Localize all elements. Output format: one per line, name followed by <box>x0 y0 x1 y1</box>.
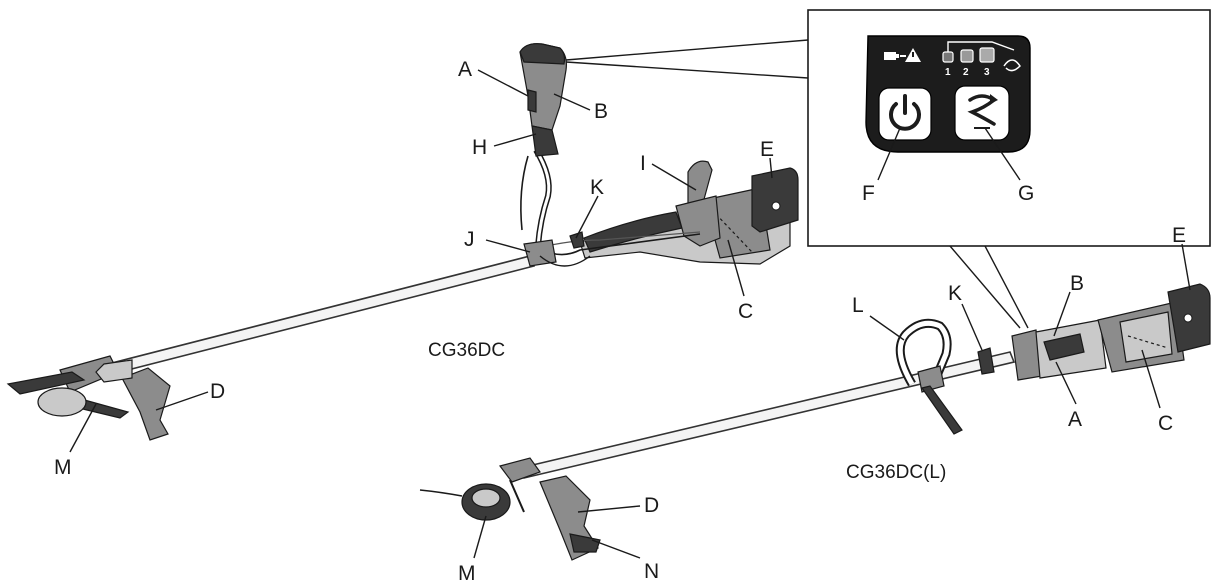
bottom-gearhead <box>498 457 541 483</box>
power-button[interactable] <box>878 87 932 141</box>
leader-top-I <box>651 163 697 191</box>
rotation-reverse-icon <box>967 94 998 129</box>
mode-1-led <box>942 51 954 63</box>
label-bottom-A: A <box>1068 408 1082 431</box>
bottom-guard-extension <box>569 533 601 553</box>
model-name-cg36dc: CG36DC <box>428 340 505 361</box>
auto-mode-icon <box>1003 59 1021 72</box>
top-handle-clamp-J <box>523 239 557 267</box>
leader-top-A <box>477 69 529 97</box>
label-bottom-K: K <box>948 282 962 305</box>
top-control-head <box>519 43 566 65</box>
bottom-grip-pad <box>1043 333 1085 361</box>
label-G: G <box>1018 182 1034 205</box>
mode-2-number: 2 <box>963 67 969 78</box>
label-top-J: J <box>464 228 475 251</box>
bottom-barrier-bar <box>921 385 963 435</box>
top-guard <box>121 367 171 441</box>
leader-bottom-C <box>1141 349 1161 409</box>
mode-1-number: 1 <box>945 67 951 78</box>
top-motor-dash <box>711 209 753 253</box>
leader-top-J <box>485 239 531 253</box>
model-name-cg36dc-l: CG36DC(L) <box>846 462 946 483</box>
rotation-reverse-button[interactable] <box>954 85 1010 141</box>
label-F: F <box>862 182 875 205</box>
battery-warning-icon <box>884 48 921 62</box>
top-battery-latch <box>771 201 781 211</box>
leader-bottom-D <box>577 505 641 513</box>
bottom-loop-clamp <box>917 365 945 393</box>
tool-cg36dc <box>6 43 799 441</box>
leader-top-D <box>155 391 209 411</box>
label-top-H: H <box>472 136 487 159</box>
callout-leader-right <box>984 245 1029 329</box>
callout-leader-upper <box>565 39 809 61</box>
power-icon <box>889 94 921 131</box>
top-handle-cable <box>520 155 529 231</box>
leader-bottom-L <box>869 315 905 341</box>
top-battery <box>751 167 799 233</box>
label-bottom-E: E <box>1172 224 1186 247</box>
mode-3-number: 3 <box>984 67 990 78</box>
callout-leader-left <box>949 245 1021 329</box>
top-shaft-collar <box>95 359 133 383</box>
leader-bottom-E <box>1181 243 1191 291</box>
top-trigger <box>527 89 537 113</box>
callout-leader-lower <box>565 61 809 79</box>
label-bottom-M: M <box>458 562 476 585</box>
bottom-labels: L K B E A C D M N CG36DC(L) <box>458 224 1186 585</box>
leader-G <box>984 127 1021 181</box>
leader-bottom-A <box>1055 361 1077 405</box>
top-leaders <box>69 69 773 453</box>
bottom-leaders <box>473 243 1191 559</box>
label-top-B: B <box>594 100 608 123</box>
top-labels: A B H I E K J C D M CG36DC <box>54 58 774 479</box>
leader-bottom-B <box>1053 291 1071 337</box>
label-top-C: C <box>738 300 753 323</box>
bottom-motor-dash <box>1127 335 1169 349</box>
leader-top-B <box>553 93 591 111</box>
label-top-D: D <box>210 380 225 403</box>
label-top-K: K <box>590 176 604 199</box>
label-top-M: M <box>54 456 72 479</box>
label-bottom-L: L <box>852 294 864 317</box>
leader-top-M <box>69 403 97 453</box>
top-handle-grip-H <box>531 125 559 157</box>
bottom-motor-body <box>1119 311 1173 363</box>
bottom-hanger-K <box>977 347 995 375</box>
top-blade-upper <box>6 371 86 395</box>
label-top-A: A <box>458 58 472 81</box>
label-bottom-B: B <box>1070 272 1084 295</box>
leader-bottom-N <box>591 539 641 559</box>
leader-bottom-K <box>961 303 983 351</box>
leader-top-H <box>493 133 537 147</box>
control-panel-callout: 1 2 3 F G <box>565 9 1211 329</box>
top-blade-disc <box>37 387 87 417</box>
bottom-battery-latch <box>1183 313 1193 323</box>
label-bottom-D: D <box>644 494 659 517</box>
mode-indicators: 1 2 3 <box>942 41 1021 78</box>
leader-top-C <box>727 239 745 297</box>
label-bottom-C: C <box>1158 412 1173 435</box>
label-bottom-N: N <box>644 560 659 583</box>
leader-F <box>877 127 901 181</box>
mode-2-led <box>960 49 974 63</box>
tool-cg36dc-l <box>419 283 1211 561</box>
leader-top-K <box>575 195 599 239</box>
label-top-I: I <box>640 152 646 175</box>
leader-top-E <box>769 157 773 179</box>
leader-bottom-M <box>473 515 487 559</box>
top-hanger-K <box>569 231 585 249</box>
mode-3-led <box>979 47 995 63</box>
label-top-E: E <box>760 138 774 161</box>
bottom-trimmer-line <box>419 489 463 497</box>
